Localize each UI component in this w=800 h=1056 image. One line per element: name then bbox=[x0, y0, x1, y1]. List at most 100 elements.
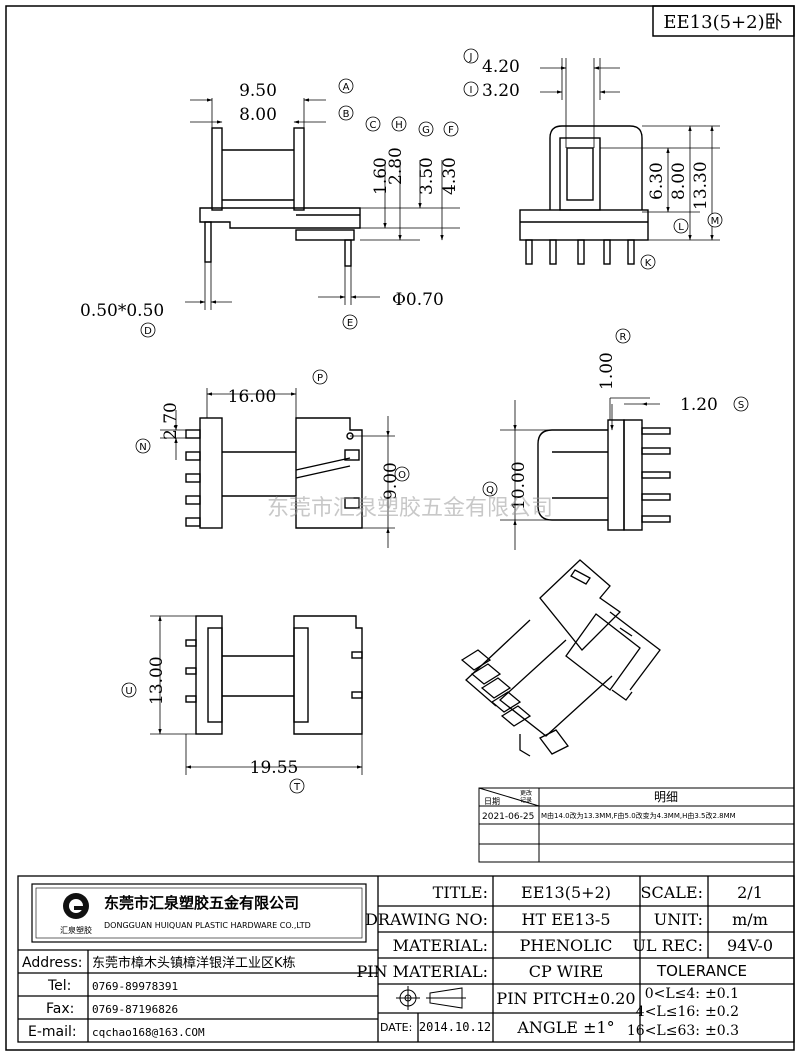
label-C: C bbox=[370, 120, 377, 131]
tolerance-2-value: ±0.2 bbox=[705, 1004, 739, 1020]
drawing-no-label: DRAWING NO: bbox=[365, 910, 488, 929]
fax-value: 0769-87196826 bbox=[92, 1003, 178, 1016]
part-label-box: EE13(5+2)卧 bbox=[652, 5, 795, 37]
date-label: DATE: bbox=[380, 1021, 412, 1034]
side-view-dims bbox=[185, 98, 460, 310]
label-R: R bbox=[620, 332, 627, 343]
label-U: U bbox=[125, 686, 132, 697]
label-N: N bbox=[139, 442, 146, 453]
revision-date: 2021-06-25 bbox=[482, 812, 534, 822]
dim-1.20: 1.20 bbox=[680, 395, 718, 415]
ul-rec-value: 94V-0 bbox=[727, 936, 773, 955]
address-label: Address: bbox=[22, 955, 82, 971]
company-logo-text: 汇泉塑胶 bbox=[60, 925, 92, 935]
label-T: T bbox=[293, 782, 301, 793]
unit-value: m/m bbox=[732, 910, 768, 929]
dim-16.00: 16.00 bbox=[228, 387, 277, 407]
label-M: M bbox=[711, 216, 720, 227]
dim-19.55: 19.55 bbox=[250, 758, 299, 778]
dim-1.00: 1.00 bbox=[597, 352, 617, 390]
tolerance-header: TOLERANCE bbox=[656, 962, 747, 980]
label-O: O bbox=[398, 470, 406, 481]
dim-2.70: 2.70 bbox=[161, 402, 181, 440]
revision-col-change-1: 更改 bbox=[520, 789, 532, 797]
label-I: I bbox=[470, 85, 473, 96]
material-label: MATERIAL: bbox=[393, 936, 488, 955]
title-block-fields: TITLE: EE13(5+2) DRAWING NO: HT EE13-5 M… bbox=[356, 883, 773, 1039]
front-view-dims bbox=[540, 58, 720, 241]
scale-value: 2/1 bbox=[737, 883, 763, 902]
revision-note: M由14.0改为13.3MM,F由5.0改变为4.3MM,H由3.5改2.8MM bbox=[541, 811, 736, 820]
label-L: L bbox=[678, 222, 684, 233]
unit-label: UNIT: bbox=[654, 910, 703, 929]
address-value: 东莞市樟木头镇樟洋银洋工业区K栋 bbox=[92, 955, 296, 971]
label-K: K bbox=[645, 258, 652, 269]
label-G: G bbox=[422, 125, 430, 136]
dim-3.20: 3.20 bbox=[482, 81, 520, 101]
label-P: P bbox=[317, 373, 323, 384]
watermark: 东莞市汇泉塑胶五金有限公司 bbox=[267, 496, 553, 521]
scale-label: SCALE: bbox=[641, 883, 703, 902]
label-S: S bbox=[738, 400, 744, 411]
dim-4.30: 4.30 bbox=[440, 157, 460, 195]
label-A: A bbox=[343, 82, 350, 93]
company-box: 汇泉塑胶 东莞市汇泉塑胶五金有限公司 DONGGUAN HUIQUAN PLAS… bbox=[31, 883, 367, 943]
title-value: EE13(5+2) bbox=[521, 883, 611, 902]
dim-2.80: 2.80 bbox=[386, 147, 406, 185]
label-H: H bbox=[395, 120, 403, 131]
dim-8.00-front: 8.00 bbox=[669, 162, 689, 200]
title-label: TITLE: bbox=[433, 883, 488, 902]
dim-10.00: 10.00 bbox=[509, 461, 529, 510]
email-value: cqchao168@163.COM bbox=[92, 1026, 205, 1039]
plan-view-dims bbox=[160, 388, 395, 548]
dim-9.50: 9.50 bbox=[239, 81, 277, 101]
tel-label: Tel: bbox=[47, 978, 71, 994]
side-view bbox=[199, 127, 361, 267]
label-F: F bbox=[448, 125, 454, 136]
pin-material-label: PIN MATERIAL: bbox=[356, 962, 488, 981]
date-value: 2014.10.12 bbox=[419, 1020, 491, 1034]
dim-3.50: 3.50 bbox=[417, 157, 437, 195]
revision-col-change-2: 记录 bbox=[520, 796, 532, 804]
dim-4.20: 4.20 bbox=[482, 57, 520, 77]
tolerance-2-range: 4<L≤16: bbox=[636, 1004, 700, 1020]
pin-material-value: CP WIRE bbox=[529, 962, 604, 981]
label-Q: Q bbox=[486, 485, 494, 496]
label-E: E bbox=[347, 318, 353, 329]
angle-tolerance: ANGLE ±1° bbox=[516, 1018, 614, 1037]
callout-labels bbox=[121, 48, 749, 794]
label-J: J bbox=[469, 52, 473, 63]
dim-phi-0.70: Φ0.70 bbox=[392, 290, 444, 310]
tolerance-1-value: ±0.1 bbox=[705, 986, 739, 1002]
end-view bbox=[537, 419, 671, 531]
drawing-no-value: HT EE13-5 bbox=[521, 910, 610, 929]
pin-pitch: PIN PITCH±0.20 bbox=[496, 989, 635, 1008]
dim-13.00: 13.00 bbox=[147, 656, 167, 705]
dim-8.00-side: 8.00 bbox=[239, 105, 277, 125]
end-view-dims bbox=[500, 397, 660, 550]
isometric-view bbox=[460, 559, 661, 757]
tolerance-3-value: ±0.3 bbox=[705, 1023, 739, 1039]
plan-view bbox=[185, 417, 363, 529]
company-name-cn: 东莞市汇泉塑胶五金有限公司 bbox=[104, 894, 299, 912]
dim-1.60: 1.60 bbox=[371, 157, 391, 195]
contact-info: Address: 东莞市樟木头镇樟洋银洋工业区K栋 Tel: 0769-8997… bbox=[22, 955, 296, 1040]
revision-col-date: 日期 bbox=[484, 797, 500, 806]
title-block-lines bbox=[17, 875, 795, 1043]
dim-13.30: 13.30 bbox=[691, 161, 711, 210]
tolerance-3-range: 16<L≤63: bbox=[627, 1023, 700, 1039]
email-label: E-mail: bbox=[28, 1024, 77, 1040]
callout-letters: A B C H G F D E J I L M K P N O R S Q U … bbox=[125, 52, 744, 793]
dim-6.30: 6.30 bbox=[647, 162, 667, 200]
label-B: B bbox=[343, 109, 350, 120]
dim-0.50x0.50: 0.50*0.50 bbox=[80, 301, 164, 321]
bottom-view bbox=[185, 615, 363, 735]
tolerance-1-range: 0<L≤4: bbox=[645, 986, 700, 1002]
label-D: D bbox=[144, 326, 152, 337]
bottom-view-dims bbox=[150, 615, 363, 775]
revision-table bbox=[478, 787, 795, 863]
ul-rec-label: UL REC: bbox=[632, 936, 703, 955]
part-label: EE13(5+2)卧 bbox=[663, 12, 782, 33]
drawing-border bbox=[5, 5, 795, 1051]
